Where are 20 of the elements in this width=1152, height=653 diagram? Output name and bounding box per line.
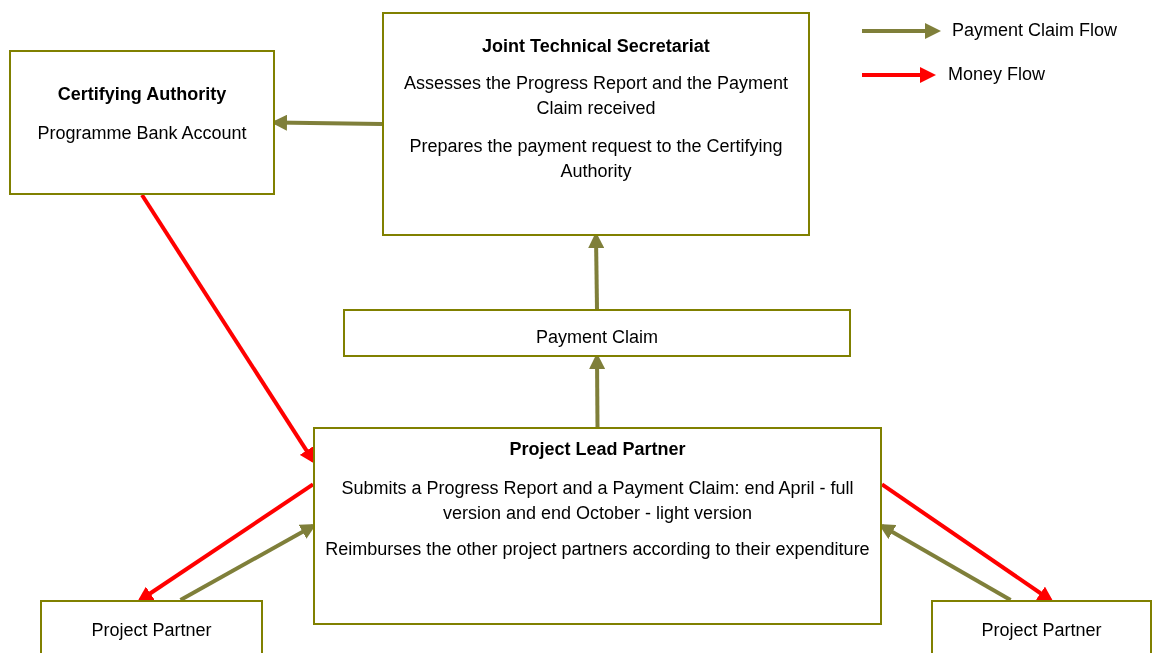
lead-partner-box: [313, 427, 882, 625]
authority-box: [9, 50, 275, 195]
box-text: Reimburses the other project partners according to their expenditure: [325, 537, 870, 561]
box-heading: Joint Technical Secretariat: [482, 35, 710, 58]
partner-box: [40, 600, 263, 653]
partner-box: [931, 600, 1152, 653]
box-text: Project Partner: [91, 619, 212, 642]
legend-text: Payment Claim Flow: [952, 20, 1118, 41]
box-text: Payment Claim: [535, 326, 658, 350]
box-text: Programme Bank Account: [37, 122, 247, 146]
box-text: Submits a Progress Report and a Payment Claim: end April - full version and end October - light version: [340, 477, 855, 526]
claim-box: [343, 309, 851, 357]
box-text: Prepares the payment request to the Certifying Authority: [408, 134, 784, 183]
box-text: Assesses the Progress Report and the Payment Claim received: [402, 72, 790, 121]
box-text: Project Partner: [981, 619, 1102, 642]
secretariat-box: [382, 12, 810, 236]
legend-text: Money Flow: [948, 64, 1046, 85]
box-heading: Project Lead Partner: [509, 438, 686, 461]
box-heading: Certifying Authority: [57, 83, 227, 106]
arrow: [137, 482, 315, 603]
